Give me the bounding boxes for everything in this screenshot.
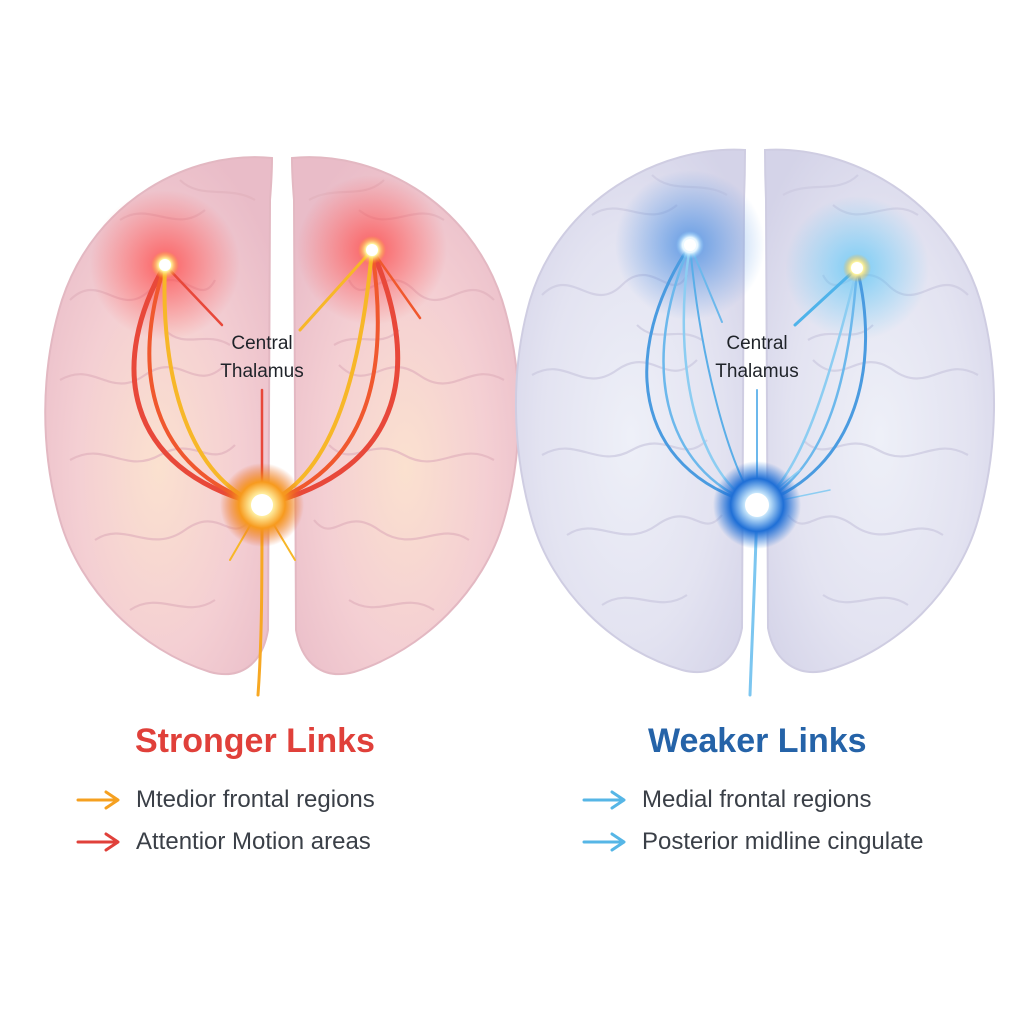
arrow-right-icon [76, 790, 120, 810]
arrow-right-icon [76, 832, 120, 852]
right-center-label-line1: Central [726, 333, 787, 354]
left-center-label-line2: Thalamus [220, 361, 303, 382]
legend-text: Posterior midline cingulate [642, 828, 924, 855]
legend-text: Mtedior frontal regions [136, 786, 375, 813]
legend-text: Medial frontal regions [642, 786, 872, 813]
brain-illustrations: Central Thalamus [44, 148, 995, 697]
right-brain: Central Thalamus [515, 148, 995, 697]
arrow-right-icon [582, 790, 626, 810]
stronger-links-heading: Stronger Links [135, 722, 375, 760]
left-center-label-line1: Central [231, 333, 292, 354]
right-center-label-line2: Thalamus [715, 361, 798, 382]
legend-item: Attentior Motion areas [76, 828, 371, 856]
legend-text: Attentior Motion areas [136, 828, 371, 855]
legend-item: Posterior midline cingulate [582, 828, 923, 856]
arrow-right-icon [582, 832, 626, 852]
legend-item: Mtedior frontal regions [76, 786, 375, 814]
left-brain: Central Thalamus [44, 156, 520, 697]
weaker-links-heading: Weaker Links [648, 722, 867, 760]
legend-item: Medial frontal regions [582, 786, 871, 814]
